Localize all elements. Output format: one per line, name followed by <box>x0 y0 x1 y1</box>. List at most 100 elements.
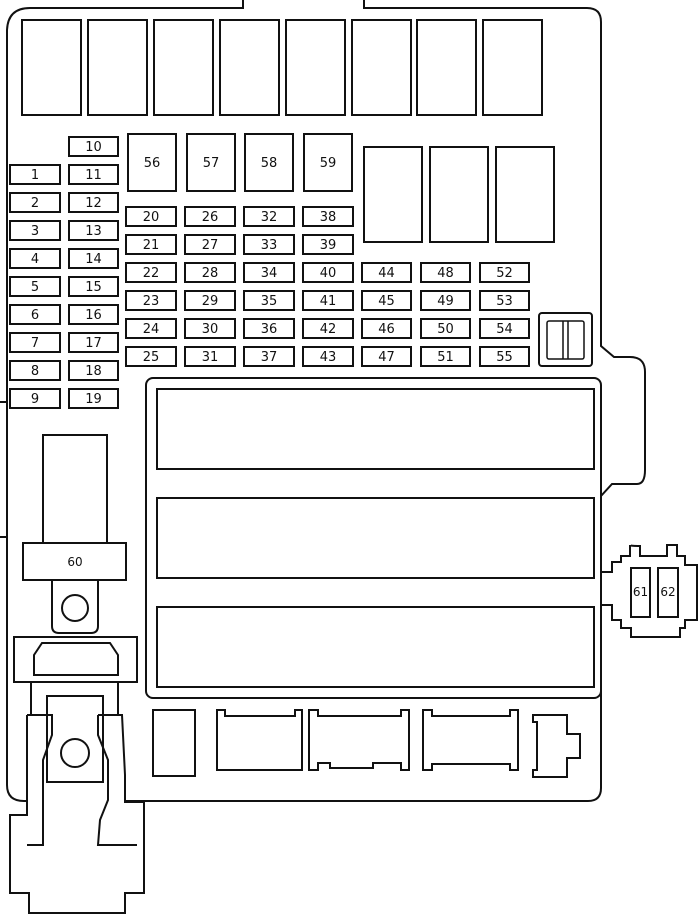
fuse[interactable]: 49 <box>420 290 471 311</box>
relay-slot[interactable] <box>495 146 555 243</box>
fuse-label: 58 <box>261 156 278 171</box>
fuse-label: 15 <box>85 280 102 295</box>
fuse-label: 25 <box>143 350 160 365</box>
fuse[interactable]: 26 <box>184 206 236 227</box>
fuse[interactable]: 31 <box>184 346 236 367</box>
fuse[interactable]: 28 <box>184 262 236 283</box>
fuse[interactable]: 12 <box>68 192 119 213</box>
fuse[interactable]: 39 <box>302 234 354 255</box>
fuse-label: 62 <box>660 585 675 599</box>
relay-slot[interactable] <box>351 19 412 116</box>
fuse[interactable]: 32 <box>243 206 295 227</box>
fuse[interactable]: 24 <box>125 318 177 339</box>
fuse[interactable]: 3 <box>9 220 61 241</box>
fuse[interactable]: 19 <box>68 388 119 409</box>
fuse[interactable]: 22 <box>125 262 177 283</box>
fuse[interactable]: 51 <box>420 346 471 367</box>
fuse[interactable]: 47 <box>361 346 412 367</box>
fuse[interactable]: 21 <box>125 234 177 255</box>
fuse-label: 20 <box>143 210 160 225</box>
fuse[interactable]: 10 <box>68 136 119 157</box>
fuse[interactable]: 53 <box>479 290 530 311</box>
fuse[interactable]: 58 <box>244 133 294 192</box>
fuse[interactable]: 48 <box>420 262 471 283</box>
fuse-label: 23 <box>143 294 160 309</box>
fuse[interactable]: 33 <box>243 234 295 255</box>
fuse-61[interactable] <box>630 567 651 618</box>
fuse-label: 10 <box>85 140 102 155</box>
bolt-icon <box>60 738 90 768</box>
fuse[interactable]: 17 <box>68 332 119 353</box>
relay-slot[interactable] <box>153 19 214 116</box>
fuse[interactable]: 36 <box>243 318 295 339</box>
fuse[interactable]: 41 <box>302 290 354 311</box>
fuse[interactable]: 45 <box>361 290 412 311</box>
fuse[interactable]: 50 <box>420 318 471 339</box>
fuse[interactable]: 18 <box>68 360 119 381</box>
relay-slot[interactable] <box>416 19 477 116</box>
fuse[interactable]: 5 <box>9 276 61 297</box>
top-relay-row <box>21 19 543 116</box>
fuse-label: 5 <box>31 280 39 295</box>
fuse[interactable]: 23 <box>125 290 177 311</box>
fuse[interactable]: 9 <box>9 388 61 409</box>
side-fuse-holder: 61 62 <box>601 544 698 638</box>
fuse[interactable]: 56 <box>127 133 177 192</box>
connector <box>216 709 303 771</box>
fuse-label: 30 <box>202 322 219 337</box>
fuse[interactable]: 40 <box>302 262 354 283</box>
fuse[interactable]: 46 <box>361 318 412 339</box>
fuse-label: 40 <box>320 266 337 281</box>
fuse[interactable]: 13 <box>68 220 119 241</box>
relay-rail <box>145 377 602 699</box>
fuse[interactable]: 35 <box>243 290 295 311</box>
fuse[interactable]: 52 <box>479 262 530 283</box>
fuse[interactable]: 55 <box>479 346 530 367</box>
fuse[interactable]: 11 <box>68 164 119 185</box>
fuse[interactable]: 34 <box>243 262 295 283</box>
relay-slot[interactable] <box>285 19 346 116</box>
fuse[interactable]: 16 <box>68 304 119 325</box>
fuse-62[interactable] <box>657 567 679 618</box>
relay-slot[interactable] <box>363 146 423 243</box>
fuse[interactable]: 7 <box>9 332 61 353</box>
fuse[interactable]: 38 <box>302 206 354 227</box>
fuse-label: 50 <box>437 322 454 337</box>
fuse[interactable]: 54 <box>479 318 530 339</box>
fuse[interactable]: 1 <box>9 164 61 185</box>
fuse[interactable]: 27 <box>184 234 236 255</box>
main-fuse-60[interactable]: 60 <box>22 434 127 634</box>
fuse[interactable]: 8 <box>9 360 61 381</box>
fuse[interactable]: 2 <box>9 192 61 213</box>
fuse[interactable]: 30 <box>184 318 236 339</box>
fuse[interactable]: 37 <box>243 346 295 367</box>
fuse[interactable]: 42 <box>302 318 354 339</box>
fuse-label: 17 <box>85 336 102 351</box>
fuse-label: 28 <box>202 266 219 281</box>
fuse[interactable]: 57 <box>186 133 236 192</box>
relay-slot[interactable] <box>219 19 280 116</box>
relay-slot[interactable] <box>482 19 543 116</box>
fuse-label: 52 <box>496 266 513 281</box>
relay-slot[interactable] <box>87 19 148 116</box>
fuse-label: 42 <box>320 322 337 337</box>
fuse[interactable]: 15 <box>68 276 119 297</box>
fuse-label: 59 <box>320 156 337 171</box>
fuse[interactable]: 44 <box>361 262 412 283</box>
fuse-label: 11 <box>85 168 102 183</box>
fuse[interactable]: 6 <box>9 304 61 325</box>
relay-slot[interactable] <box>21 19 82 116</box>
connector <box>152 709 196 777</box>
fuse-label: 46 <box>378 322 395 337</box>
fuse[interactable]: 4 <box>9 248 61 269</box>
fuse-label: 14 <box>85 252 102 267</box>
fuse[interactable]: 20 <box>125 206 177 227</box>
fuse[interactable]: 59 <box>303 133 353 192</box>
fuse[interactable]: 25 <box>125 346 177 367</box>
fuse[interactable]: 14 <box>68 248 119 269</box>
relay-slot[interactable] <box>429 146 489 243</box>
fuse[interactable]: 43 <box>302 346 354 367</box>
fuse[interactable]: 29 <box>184 290 236 311</box>
